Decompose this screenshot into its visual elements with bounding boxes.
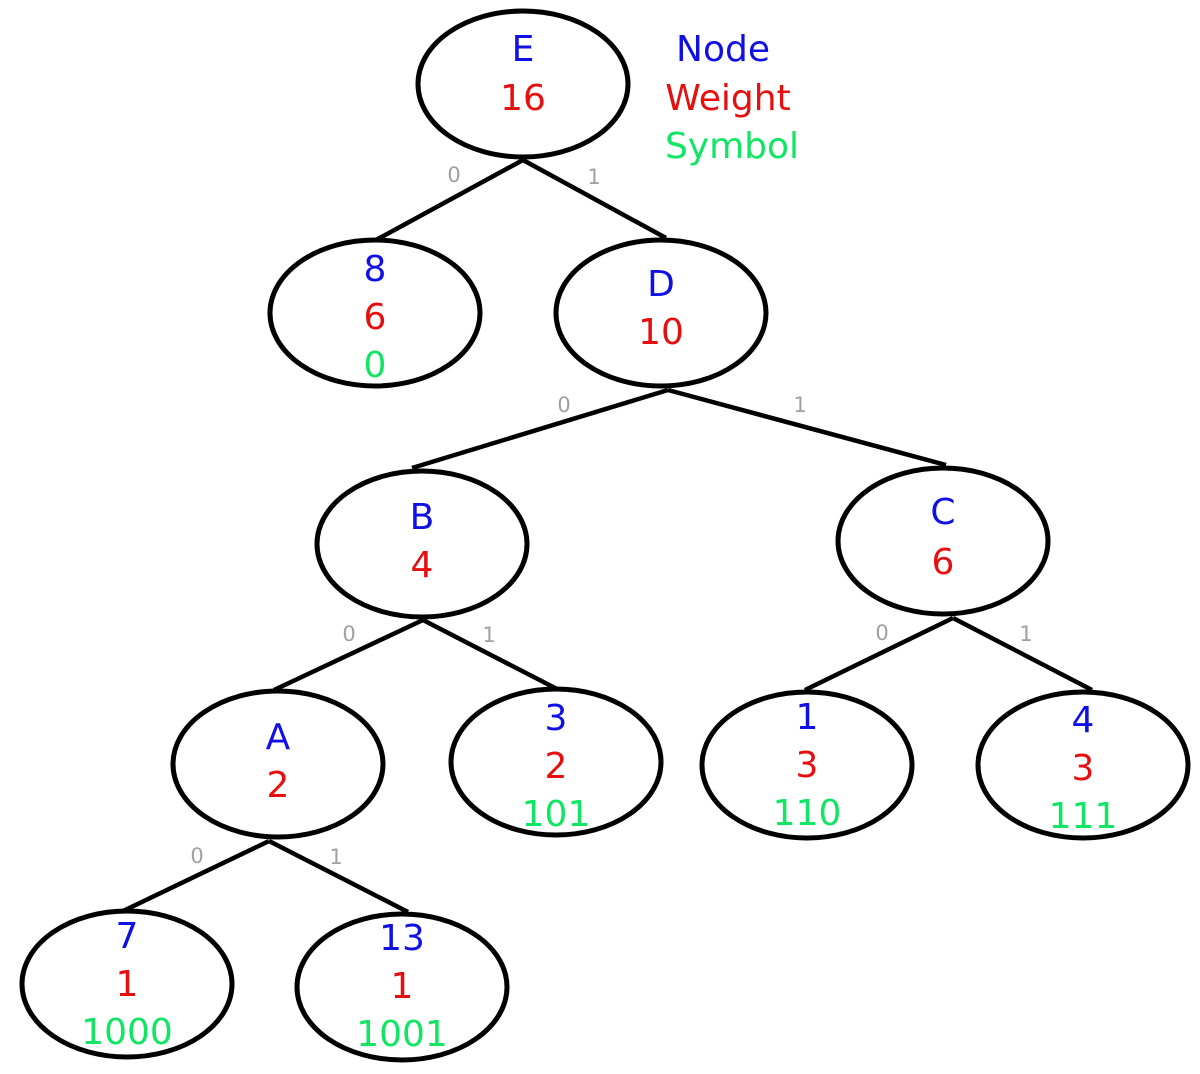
weight-label: 6 bbox=[364, 297, 387, 338]
node-label: 3 bbox=[545, 698, 568, 739]
legend: Node Weight Symbol bbox=[665, 29, 799, 167]
tree-node-E: E 16 bbox=[415, 8, 631, 160]
tree-node-D: D 10 bbox=[553, 237, 769, 389]
symbol-label: 111 bbox=[1049, 796, 1118, 837]
edge-bit-label: 1 bbox=[1019, 622, 1032, 646]
symbol-label: 1000 bbox=[81, 1012, 173, 1053]
legend-node-label: Node bbox=[676, 29, 770, 70]
edge-bit-label: 1 bbox=[329, 845, 342, 869]
symbol-label: 0 bbox=[364, 345, 387, 386]
edge-bit-label: 0 bbox=[447, 163, 460, 187]
weight-label: 6 bbox=[932, 542, 955, 583]
edge-C-n4 bbox=[951, 616, 1094, 692]
node-ellipse bbox=[314, 468, 530, 620]
node-label: 13 bbox=[379, 918, 425, 959]
edge-bit-label: 1 bbox=[587, 165, 600, 189]
weight-label: 1 bbox=[116, 964, 139, 1005]
weight-label: 1 bbox=[391, 966, 414, 1007]
edge-E-n8 bbox=[374, 158, 525, 242]
node-ellipse bbox=[170, 688, 386, 840]
edge-bit-label: 0 bbox=[342, 622, 355, 646]
edge-D-C bbox=[667, 387, 947, 468]
edge-A-n13 bbox=[267, 838, 410, 915]
node-ellipse bbox=[267, 237, 483, 389]
edge-B-n3 bbox=[421, 617, 559, 692]
node-ellipse bbox=[975, 689, 1191, 841]
weight-label: 2 bbox=[267, 765, 290, 806]
node-ellipse bbox=[448, 686, 664, 838]
legend-weight-label: Weight bbox=[665, 78, 790, 119]
tree-node-n1: 1 3 110 bbox=[699, 689, 915, 841]
node-ellipse bbox=[699, 689, 915, 841]
edge-C-n1 bbox=[804, 615, 954, 693]
tree-node-B: B4 bbox=[314, 468, 530, 620]
tree-node-n7: 7 1 1000 bbox=[19, 908, 235, 1060]
node-label: D bbox=[647, 264, 675, 305]
legend-symbol-label: Symbol bbox=[665, 126, 799, 167]
weight-label: 3 bbox=[1072, 748, 1095, 789]
edge-B-A bbox=[273, 617, 424, 693]
node-label: 7 bbox=[116, 916, 139, 957]
edge-bit-label: 0 bbox=[190, 844, 203, 868]
node-ellipse bbox=[294, 911, 510, 1063]
tree-node-n3: 3 2 101 bbox=[448, 686, 664, 838]
tree-node-n4: 4 3 111 bbox=[975, 689, 1191, 841]
symbol-label: 101 bbox=[522, 794, 591, 835]
node-ellipse bbox=[19, 908, 235, 1060]
weight-label: 2 bbox=[545, 746, 568, 787]
tree-node-n13: 13 1 1001 bbox=[294, 911, 510, 1063]
tree-node-n8: 8 6 0 bbox=[267, 237, 483, 389]
weight-label: 10 bbox=[638, 312, 684, 353]
node-label: E bbox=[512, 29, 535, 70]
edge-bit-label: 1 bbox=[482, 623, 495, 647]
weight-label: 3 bbox=[796, 745, 819, 786]
edge-E-D bbox=[521, 158, 668, 240]
weight-label: 4 bbox=[411, 545, 434, 586]
node-label: A bbox=[266, 717, 291, 758]
edge-A-n7 bbox=[120, 838, 270, 915]
node-label: C bbox=[930, 492, 955, 533]
tree-node-C: C6 bbox=[835, 465, 1051, 617]
node-ellipse bbox=[415, 8, 631, 160]
node-label: B bbox=[410, 497, 435, 538]
node-label: 8 bbox=[364, 249, 387, 290]
edge-bit-label: 1 bbox=[793, 393, 806, 417]
node-ellipse bbox=[835, 465, 1051, 617]
tree-node-A: A2 bbox=[170, 688, 386, 840]
node-label: 1 bbox=[796, 697, 819, 738]
edge-bit-label: 0 bbox=[875, 621, 888, 645]
node-label: 4 bbox=[1072, 700, 1095, 741]
edge-bit-label: 0 bbox=[557, 393, 570, 417]
symbol-label: 1001 bbox=[356, 1014, 448, 1055]
weight-label: 16 bbox=[500, 78, 546, 119]
nodes-layer: E16860D10B4C6A23210113110431117110001311… bbox=[19, 8, 1191, 1063]
node-ellipse bbox=[553, 237, 769, 389]
symbol-label: 110 bbox=[773, 793, 842, 834]
edge-D-B bbox=[411, 387, 669, 471]
